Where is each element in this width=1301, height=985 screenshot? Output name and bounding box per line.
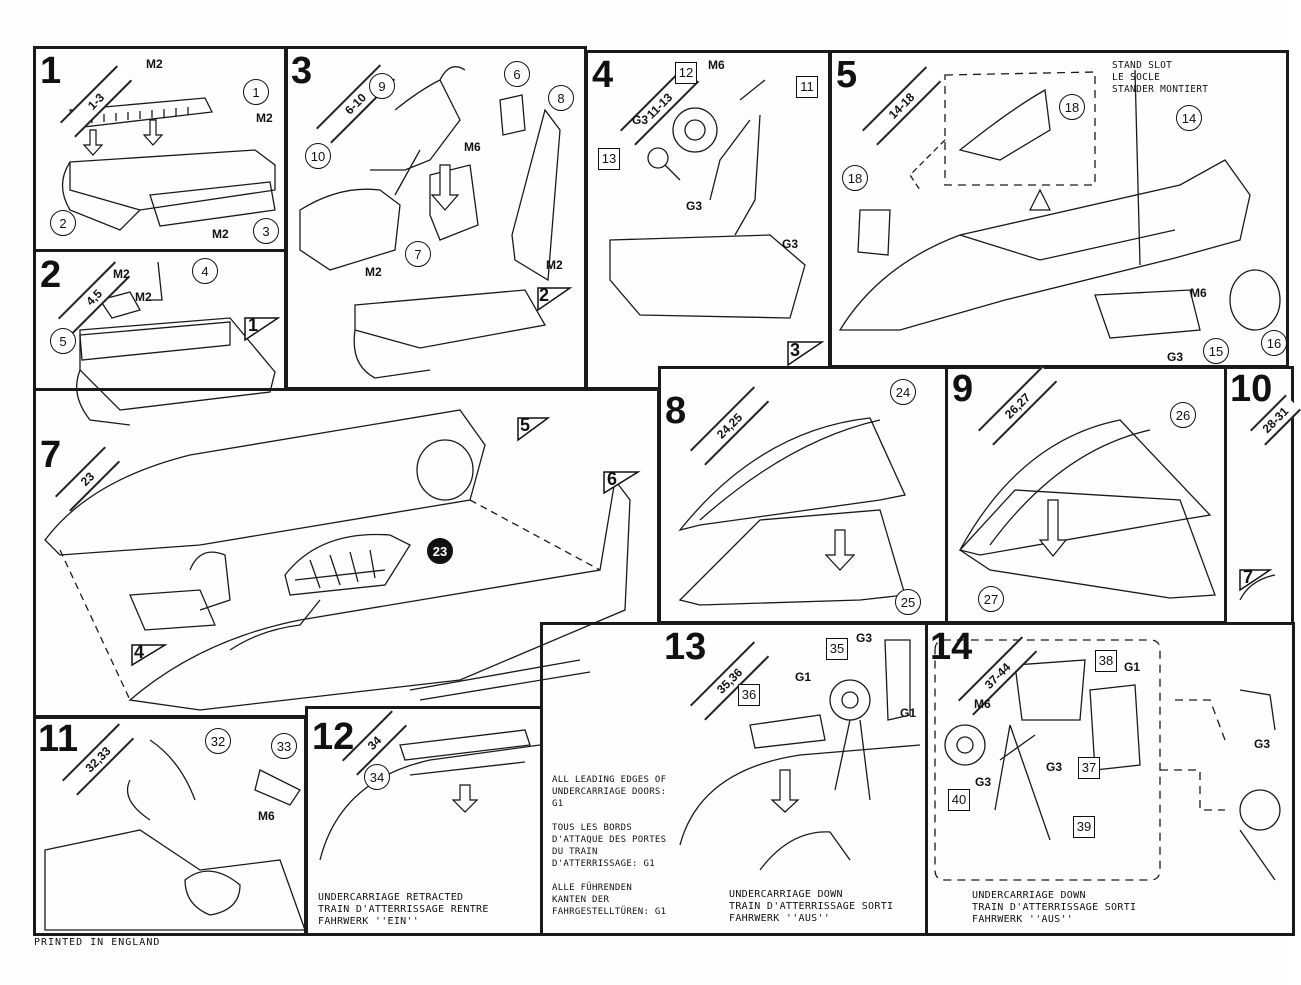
paint-code: G3: [686, 199, 703, 213]
printed-in-footer: PRINTED IN ENGLAND: [34, 937, 161, 948]
step-number: 9: [952, 368, 974, 410]
part-callout: 1: [243, 79, 269, 105]
part-callout: 7: [405, 241, 431, 267]
part-callout-highlighted: 23: [427, 538, 453, 564]
paint-code: M2: [256, 111, 273, 125]
paint-code: M2: [365, 265, 382, 279]
undercarriage-caption: UNDERCARRIAGE DOWN TRAIN D'ATTERRISSAGE …: [972, 890, 1137, 925]
part-callout-square: 13: [598, 148, 620, 170]
part-callout: 2: [50, 210, 76, 236]
step-number: 3: [291, 50, 313, 92]
part-callout: 27: [978, 586, 1004, 612]
paint-code: G1: [795, 670, 812, 684]
step-number: 13: [664, 626, 707, 668]
step-reference: 4: [134, 642, 145, 662]
part-callout: 15: [1203, 338, 1229, 364]
step-number: 10: [1230, 368, 1273, 410]
step-reference: 6: [607, 469, 618, 489]
step-number: 5: [836, 54, 858, 96]
paint-code: M2: [146, 57, 163, 71]
step-reference: 2: [539, 285, 550, 305]
step-number: 7: [40, 434, 62, 476]
step-number: 1: [40, 50, 62, 92]
step-number: 2: [40, 254, 62, 296]
paint-code: G3: [1254, 737, 1271, 751]
part-callout: 26: [1170, 402, 1196, 428]
panel-step-3: [285, 46, 587, 390]
panel-step-4: [585, 50, 831, 390]
part-callout-square: 38: [1095, 650, 1117, 672]
step-reference: 3: [790, 340, 801, 360]
part-callout-square: 39: [1073, 816, 1095, 838]
part-callout-square: 12: [675, 62, 697, 84]
step-number: 11: [38, 718, 79, 760]
paint-code: G3: [1046, 760, 1063, 774]
undercarriage-caption: UNDERCARRIAGE DOWN TRAIN D'ATTERRISSAGE …: [729, 889, 894, 924]
part-callout: 25: [895, 589, 921, 615]
paint-code: M2: [546, 258, 563, 272]
step-reference: 1: [248, 315, 259, 335]
step-number: 8: [665, 390, 687, 432]
part-callout: 33: [271, 733, 297, 759]
paint-code: G3: [975, 775, 992, 789]
paint-code: M2: [212, 227, 229, 241]
part-callout: 24: [890, 379, 916, 405]
part-callout-square: 37: [1078, 757, 1100, 779]
part-callout: 14: [1176, 105, 1202, 131]
part-callout-square: 36: [738, 684, 760, 706]
part-callout: 5: [50, 328, 76, 354]
part-callout-square: 11: [796, 76, 818, 98]
part-callout: 4: [192, 258, 218, 284]
part-callout: 16: [1261, 330, 1287, 356]
part-callout: 18: [842, 165, 868, 191]
paint-code: G3: [782, 237, 799, 251]
part-callout: 32: [205, 728, 231, 754]
paint-code: G3: [1167, 350, 1184, 364]
step-number: 12: [312, 716, 355, 758]
part-callout: 3: [253, 218, 279, 244]
leading-edge-note: ALL LEADING EDGES OF UNDERCARRIAGE DOORS…: [552, 775, 667, 917]
paint-code: M6: [464, 140, 481, 154]
paint-code: G3: [632, 113, 649, 127]
part-callout: 10: [305, 143, 331, 169]
part-callout: 9: [369, 73, 395, 99]
paint-code: G1: [900, 706, 917, 720]
part-callout: 8: [548, 85, 574, 111]
paint-code: G1: [1124, 660, 1141, 674]
part-callout: 34: [364, 764, 390, 790]
paint-code: M6: [1190, 286, 1207, 300]
paint-code: G3: [856, 631, 873, 645]
step-number: 4: [592, 54, 614, 96]
part-callout-square: 40: [948, 789, 970, 811]
step-number: 14: [930, 626, 973, 668]
step-reference: 5: [520, 415, 531, 435]
undercarriage-caption: UNDERCARRIAGE RETRACTED TRAIN D'ATTERRIS…: [318, 892, 489, 927]
stand-slot-note: STAND SLOT LE SOCLE STANDER MONTIERT: [1112, 60, 1209, 95]
paint-code: M6: [258, 809, 275, 823]
paint-code: M2: [135, 290, 152, 304]
paint-code: M2: [113, 267, 130, 281]
step-reference: 7: [1243, 567, 1254, 587]
paint-code: M6: [708, 58, 725, 72]
paint-code: M6: [974, 697, 991, 711]
part-callout: 6: [504, 61, 530, 87]
part-callout: 18: [1059, 94, 1085, 120]
part-callout-square: 35: [826, 638, 848, 660]
